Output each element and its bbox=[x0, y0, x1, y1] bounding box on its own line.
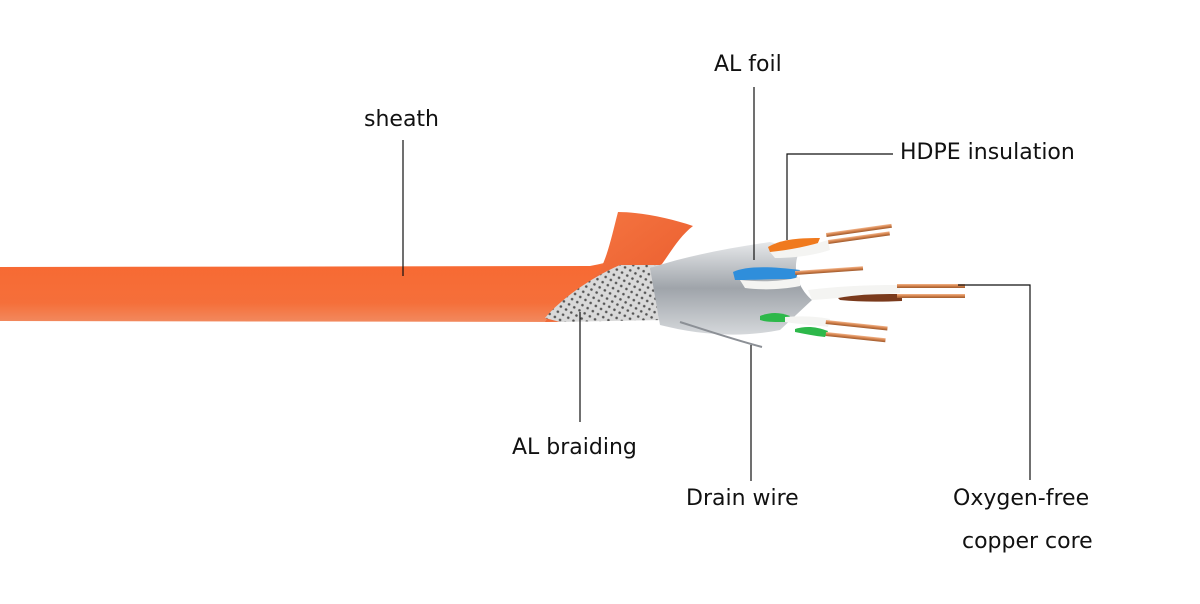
pair-green-white bbox=[785, 316, 830, 327]
copper-conductor bbox=[826, 223, 892, 237]
sheath bbox=[0, 258, 620, 322]
pair-blue-insulation bbox=[733, 267, 800, 280]
copper-conductor bbox=[897, 294, 965, 298]
pair-brown-insulation bbox=[838, 294, 902, 302]
copper-conductor bbox=[825, 320, 888, 331]
pair-brown-white bbox=[808, 285, 900, 300]
pair-orange-white bbox=[770, 240, 830, 258]
copper-conductor bbox=[795, 266, 864, 275]
label-hdpe-insulation: HDPE insulation bbox=[900, 140, 1075, 165]
pair-green-insulation bbox=[760, 313, 790, 322]
leader-line-copper-core bbox=[958, 284, 1031, 480]
copper-conductor bbox=[828, 231, 890, 244]
al-braiding bbox=[545, 265, 664, 322]
label-drain-wire: Drain wire bbox=[686, 486, 799, 511]
label-al-braiding: AL braiding bbox=[512, 435, 637, 460]
copper-conductor bbox=[825, 332, 886, 343]
leader-line-hdpe bbox=[786, 153, 893, 240]
pair-green-insulation-2 bbox=[795, 326, 828, 337]
drain-wire bbox=[679, 321, 763, 348]
al-foil bbox=[650, 242, 812, 335]
copper-conductor bbox=[897, 284, 965, 288]
pair-blue-white bbox=[740, 277, 800, 290]
label-copper-core: copper core bbox=[962, 529, 1093, 554]
label-al-foil: AL foil bbox=[714, 52, 782, 77]
label-oxygen-free: Oxygen-free bbox=[953, 486, 1090, 511]
label-sheath: sheath bbox=[364, 107, 439, 132]
